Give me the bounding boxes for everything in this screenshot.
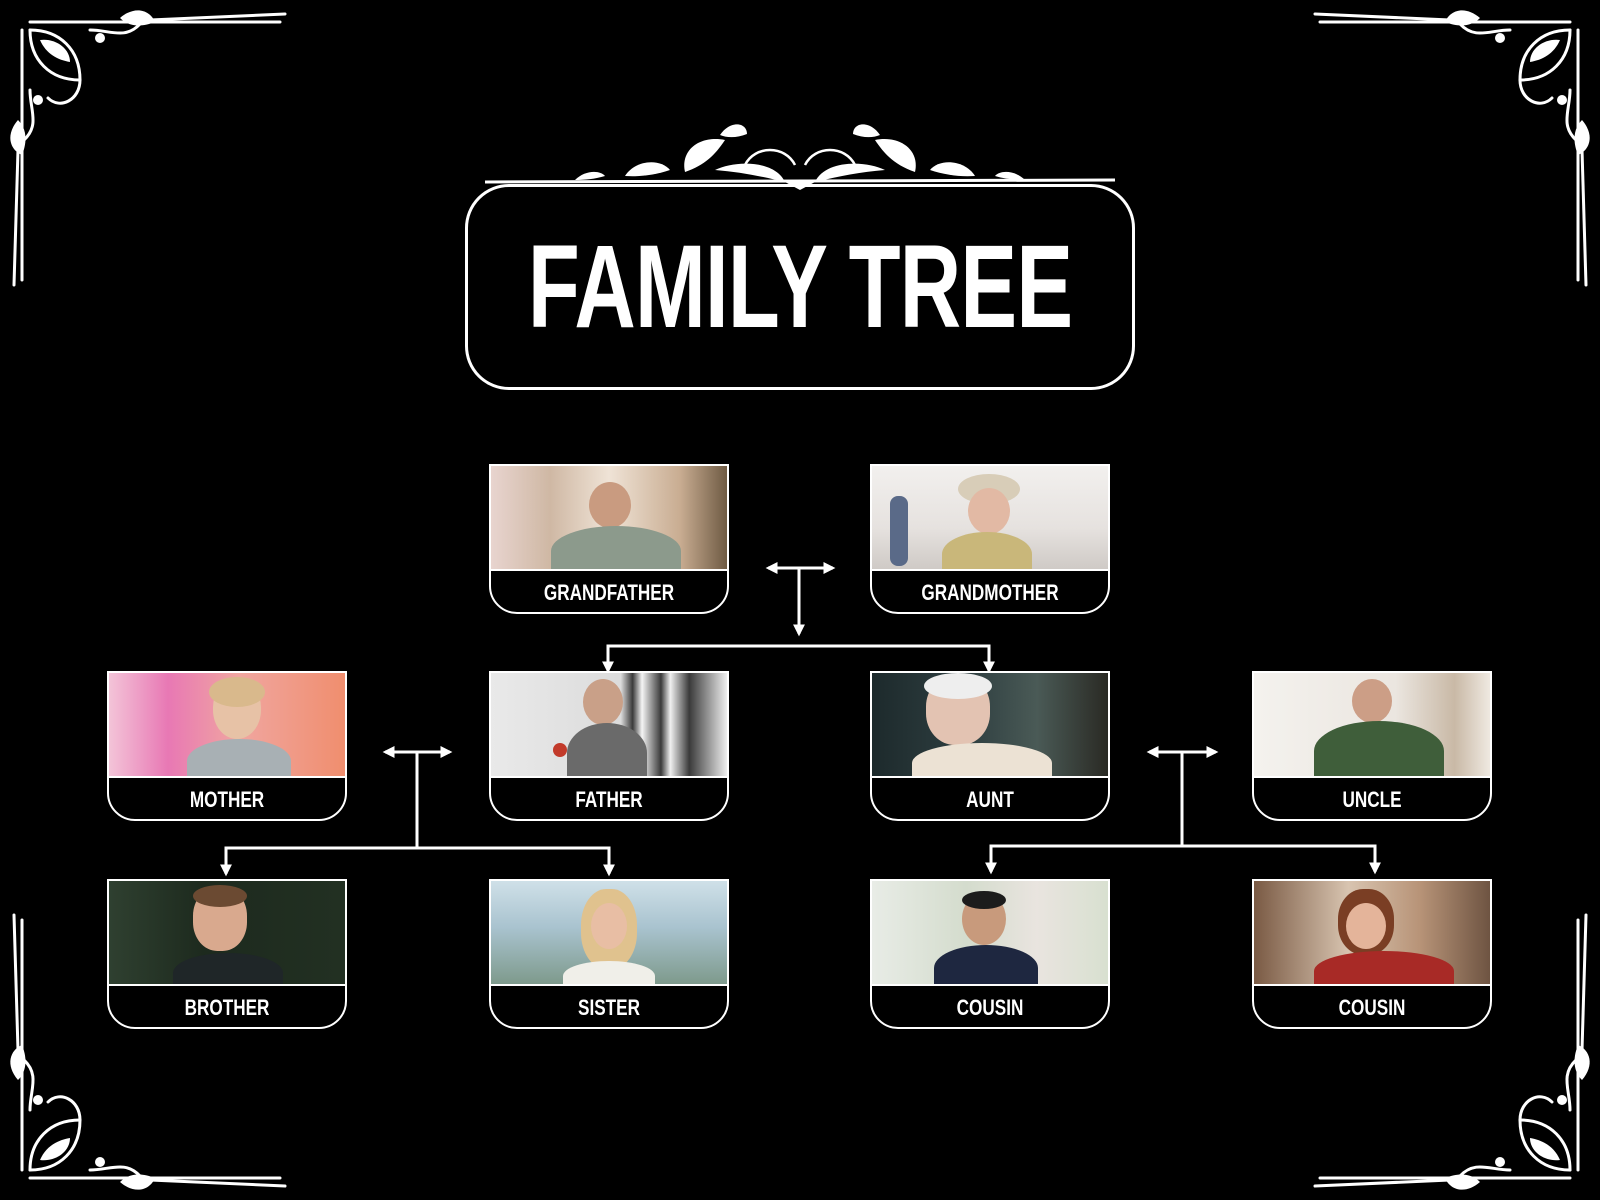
member-card-grandmother[interactable]: GRANDMOTHER bbox=[870, 464, 1110, 614]
grandfather-photo bbox=[491, 466, 727, 571]
corner-ornament-icon bbox=[10, 10, 287, 287]
member-label: GRANDFATHER bbox=[543, 579, 675, 605]
corner-ornament-icon bbox=[1313, 913, 1590, 1190]
cousin-2-photo bbox=[1254, 881, 1490, 986]
children-link bbox=[220, 846, 615, 877]
sister-photo bbox=[491, 881, 727, 986]
children-link bbox=[602, 644, 995, 674]
member-label: BROTHER bbox=[184, 994, 270, 1020]
member-card-grandfather[interactable]: GRANDFATHER bbox=[489, 464, 729, 614]
member-label: COUSIN bbox=[956, 994, 1024, 1020]
member-card-mother[interactable]: MOTHER bbox=[107, 671, 347, 821]
father-photo bbox=[491, 673, 727, 778]
mother-photo bbox=[109, 673, 345, 778]
member-label: FATHER bbox=[575, 786, 643, 812]
member-label: MOTHER bbox=[189, 786, 265, 812]
children-link bbox=[985, 844, 1381, 875]
member-card-cousin-2[interactable]: COUSIN bbox=[1252, 879, 1492, 1029]
corner-ornament-icon bbox=[10, 913, 287, 1190]
grandmother-photo bbox=[872, 466, 1108, 571]
member-card-father[interactable]: FATHER bbox=[489, 671, 729, 821]
member-card-aunt[interactable]: AUNT bbox=[870, 671, 1110, 821]
title-banner: FAMILY TREE bbox=[465, 184, 1135, 390]
cousin-1-photo bbox=[872, 881, 1108, 986]
member-card-brother[interactable]: BROTHER bbox=[107, 879, 347, 1029]
member-card-uncle[interactable]: UNCLE bbox=[1252, 671, 1492, 821]
member-card-sister[interactable]: SISTER bbox=[489, 879, 729, 1029]
brother-photo bbox=[109, 881, 345, 986]
page-title: FAMILY TREE bbox=[527, 221, 1073, 353]
member-label: COUSIN bbox=[1338, 994, 1406, 1020]
member-label: SISTER bbox=[578, 994, 640, 1020]
aunt-photo bbox=[872, 673, 1108, 778]
member-label: UNCLE bbox=[1342, 786, 1402, 812]
uncle-photo bbox=[1254, 673, 1490, 778]
corner-ornament-icon bbox=[1313, 10, 1590, 287]
member-label: AUNT bbox=[966, 786, 1014, 812]
member-card-cousin-1[interactable]: COUSIN bbox=[870, 879, 1110, 1029]
member-label: GRANDMOTHER bbox=[921, 579, 1059, 605]
